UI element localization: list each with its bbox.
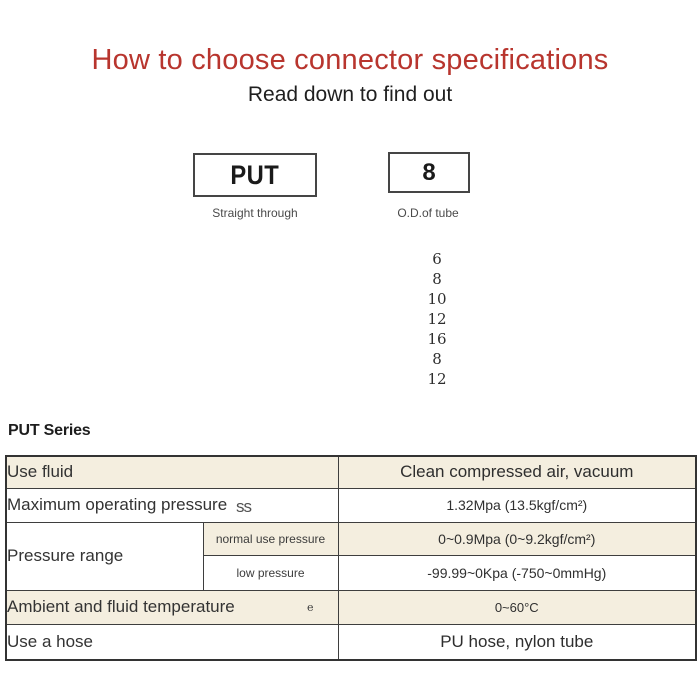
spec-value-max-pressure: 1.32Mpa (13.5kgf/cm²) [337,487,697,523]
spec-table-container: Use fluid Clean compressed air, vacuum M… [5,455,698,661]
model-code-caption: Straight through [212,206,298,220]
spec-value-use-fluid: Clean compressed air, vacuum [337,455,697,489]
page-title: How to choose connector specifications [91,44,609,76]
spec-sublabel-normal-pressure: normal use pressure [202,521,339,556]
size-option: 8 [432,270,442,288]
spec-value-normal-pressure: 0~0.9Mpa (0~9.2kgf/cm²) [337,521,697,556]
spec-label-text: Ambient and fluid temperature [7,597,235,616]
tube-od-box: 8 [388,152,470,193]
spec-row-low-pressure: low pressure -99.99~0Kpa (-750~0mmHg) [6,554,697,591]
tube-od-caption: O.D.of tube [397,206,459,220]
size-option: 8 [432,350,442,368]
model-code-box: PUT [193,153,317,197]
overprint-ss-artifact: ss [236,496,252,516]
stray-e-artifact: e [307,600,314,614]
spec-value-hose: PU hose, nylon tube [337,623,697,661]
spec-label-pressure-range: Pressure range [5,521,204,591]
model-code-text: PUT [230,159,280,190]
series-heading: PUT Series [8,422,91,439]
spec-label-use-fluid: Use fluid [5,455,339,489]
spec-value-low-pressure: -99.99~0Kpa (-750~0mmHg) [337,554,697,591]
spec-label-hose: Use a hose [5,623,339,661]
spec-label-temperature: Ambient and fluid temperature e [5,589,339,625]
spec-label-text: Maximum operating pressure [7,495,228,514]
page-subtitle: Read down to find out [247,83,453,106]
spec-label-max-pressure: Maximum operating pressure ss [5,487,339,523]
spec-row-max-pressure: Maximum operating pressure ss 1.32Mpa (1… [5,487,697,523]
size-option: 10 [427,290,447,308]
tube-od-value: 8 [422,158,436,186]
spec-row-hose: Use a hose PU hose, nylon tube [5,623,697,661]
spec-row-use-fluid: Use fluid Clean compressed air, vacuum [5,455,697,489]
size-option: 16 [427,330,447,348]
size-option: 6 [432,250,442,268]
spec-sublabel-low-pressure: low pressure [202,554,339,591]
spec-table: Use fluid Clean compressed air, vacuum M… [5,455,698,661]
size-option: 12 [427,310,447,328]
spec-value-temperature: 0~60°C [337,589,697,625]
size-options-list: 6 8 10 12 16 8 12 [407,249,467,389]
spec-row-normal-pressure: Pressure range normal use pressure 0~0.9… [5,521,697,591]
spec-row-temperature: Ambient and fluid temperature e 0~60°C [5,589,697,625]
size-option: 12 [427,370,447,388]
